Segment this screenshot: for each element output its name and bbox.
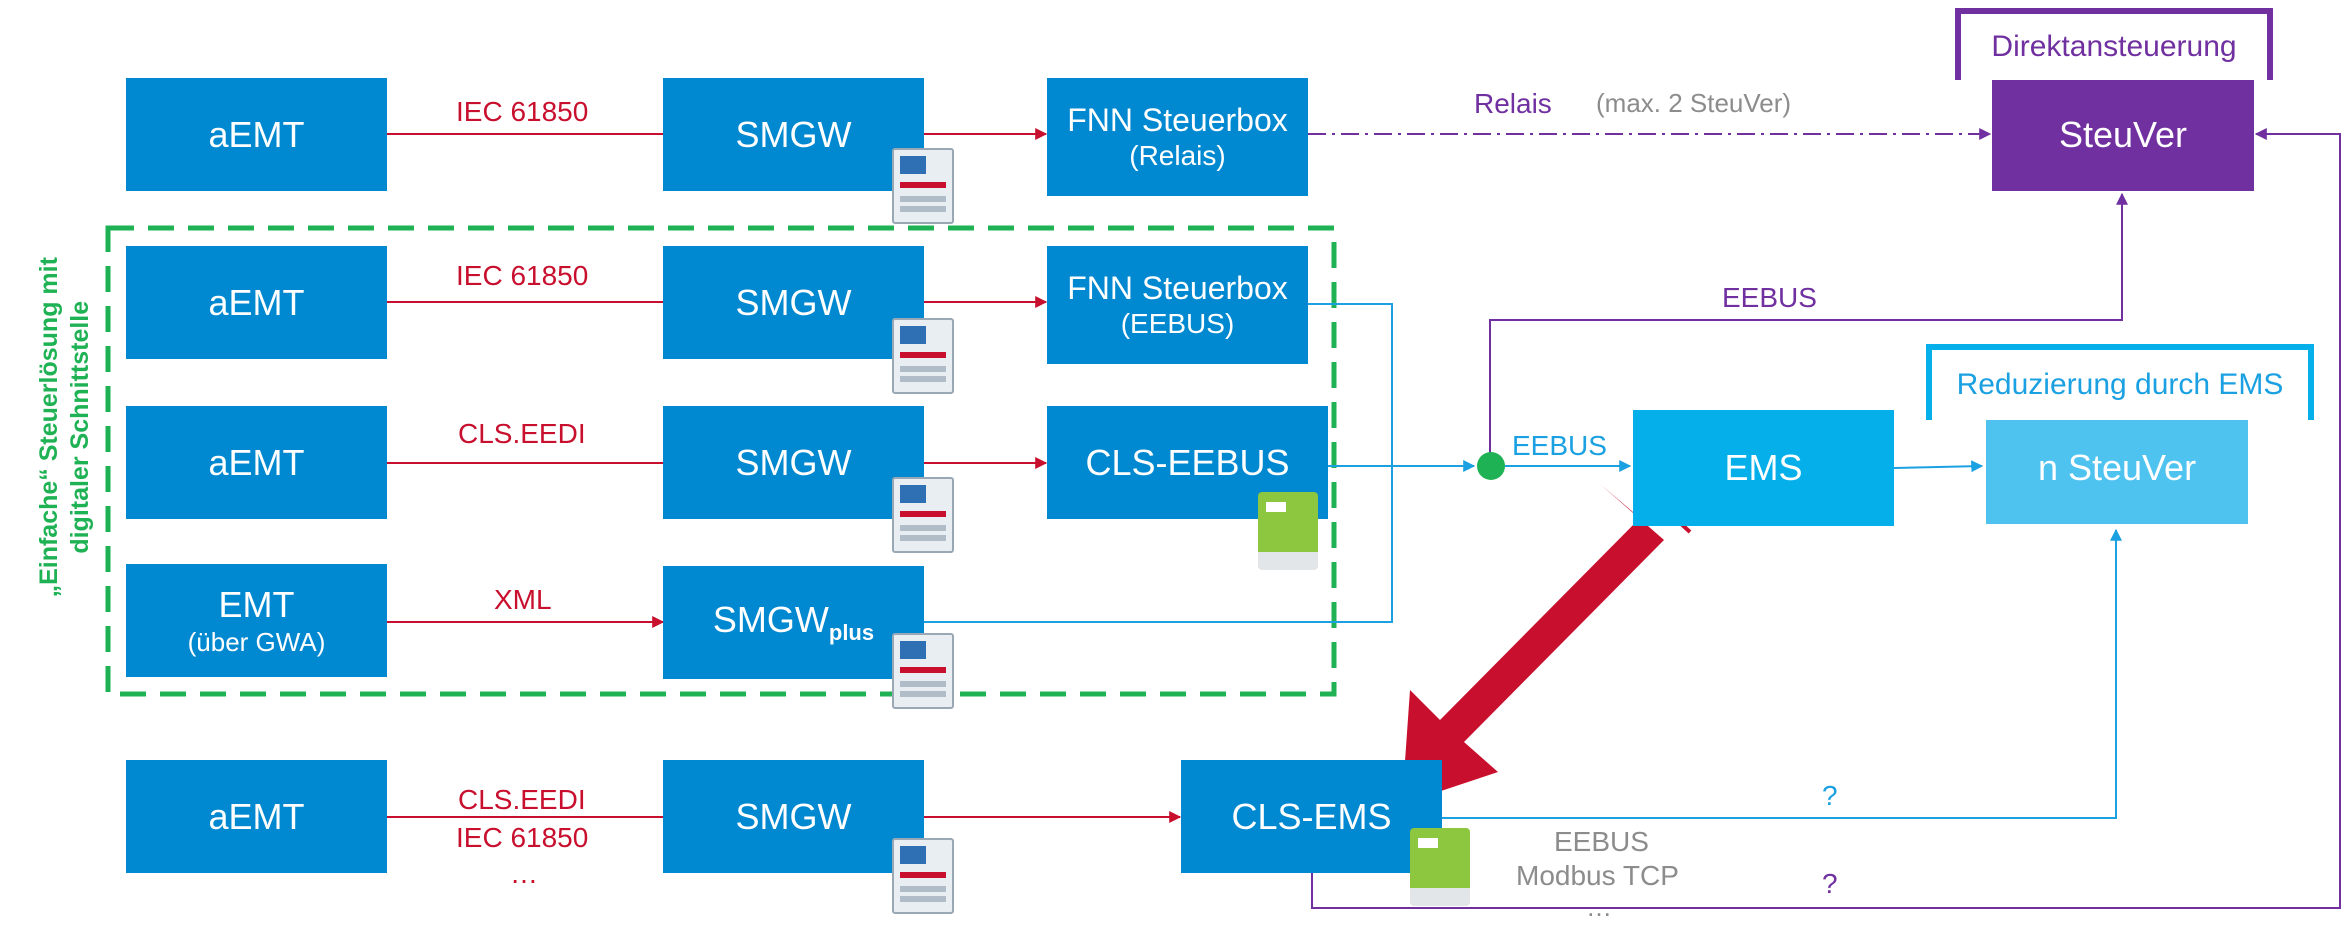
cls-device-icon [1258,492,1318,570]
smgw-label-3: SMGW [735,441,852,483]
smgw-plus-sub: plus [828,620,875,646]
smgw-device-icon [892,318,954,394]
ems-label: EMS [1724,447,1803,489]
label-cls-ems-modbus: Modbus TCP [1516,860,1679,891]
fnn-steuerbox-eebus: FNN Steuerbox (EEBUS) [1047,246,1308,364]
line-clsems-nsteuver [1442,528,2122,819]
line-node-steuver [1489,192,2128,466]
smgw-plus-label: SMGWplus [713,598,874,647]
side-note-line1: „Einfache“ Steuerlösung mit [34,257,63,598]
side-note: „Einfache“ Steuerlösung mit digitaler Sc… [34,192,97,662]
emt-label: EMT [218,584,295,626]
line-fnn-eebus [1308,303,1393,466]
line-clsems-steuver [1311,128,2341,909]
fnn-relais-subtitle: (Relais) [1129,140,1226,172]
aemt-label-3: aEMT [208,441,305,483]
label-cls-ems-eebus: EEBUS [1554,826,1649,857]
smgw-box-5: SMGW [663,760,924,873]
label-cls-eedi-5: CLS.EEDI [458,784,586,815]
steuver-box: SteuVer [1992,78,2254,191]
smgw-label-2: SMGW [735,281,852,323]
label-relais: Relais [1474,88,1552,119]
aemt-label-2: aEMT [208,281,305,323]
label-max-steuver: (max. 2 SteuVer) [1596,88,1792,118]
label-iec-5: IEC 61850 [456,822,589,853]
label-eebus-top: EEBUS [1722,282,1817,313]
side-note-line2: digitaler Schnittstelle [66,300,94,554]
aemt-box-2: aEMT [126,246,387,359]
aemt-label-1: aEMT [208,113,305,155]
fnn-relais-title: FNN Steuerbox [1067,102,1288,138]
smgw-device-icon [892,148,954,224]
label-cls-eedi-3: CLS.EEDI [458,418,586,449]
aemt-box-5: aEMT [126,760,387,873]
emt-box: EMT (über GWA) [126,564,387,677]
label-ellipsis-5: … [510,858,538,889]
reduzierung-frame: Reduzierung durch EMS [1926,344,2314,420]
steuver-label: SteuVer [2058,113,2188,155]
smgw-label-1: SMGW [735,113,852,155]
cls-ems-box: CLS-EMS [1181,760,1442,873]
label-xml: XML [494,584,552,615]
fnn-eebus-title: FNN Steuerbox [1067,270,1288,306]
label-eebus-ems: EEBUS [1512,430,1607,461]
group-frame [105,225,1337,697]
label-cls-ems-ellipsis: … [1586,892,1612,922]
label-question-violet: ? [1822,868,1838,899]
n-steuver-box: n SteuVer [1986,412,2248,524]
smgw-device-icon [892,838,954,914]
smgw-plus-box: SMGWplus [663,566,924,679]
label-iec-2: IEC 61850 [456,260,589,291]
fnn-steuerbox-relais: FNN Steuerbox (Relais) [1047,78,1308,196]
smgw-plus-main: SMGW [712,599,829,641]
smgw-device-icon [892,633,954,709]
label-iec-1: IEC 61850 [456,96,589,127]
smgw-box-3: SMGW [663,406,924,519]
fnn-eebus-subtitle: (EEBUS) [1120,308,1235,340]
aemt-box-1: aEMT [126,78,387,191]
smgw-box-1: SMGW [663,78,924,191]
eebus-junction-node [1477,452,1505,480]
label-question-cyan: ? [1822,780,1838,811]
cls-ems-device-icon [1410,828,1470,906]
big-red-arrow [1402,484,1664,804]
direktansteuerung-frame: Direktansteuerung [1955,8,2273,80]
line-ems-nsteuver [1893,460,1984,473]
aemt-box-3: aEMT [126,406,387,519]
smgw-device-icon [892,477,954,553]
reduzierung-label: Reduzierung durch EMS [1956,368,2284,401]
line-smgwplus-eebus [924,466,1393,623]
smgw-label-5: SMGW [735,795,852,837]
cls-ems-label: CLS-EMS [1231,795,1392,837]
smgw-box-2: SMGW [663,246,924,359]
n-steuver-label: n SteuVer [2037,447,2197,489]
aemt-label-5: aEMT [208,795,305,837]
direktansteuerung-label: Direktansteuerung [1991,30,2237,63]
cls-eebus-label: CLS-EEBUS [1085,441,1290,483]
emt-sublabel: (über GWA) [187,626,326,657]
ems-box: EMS [1633,410,1894,526]
